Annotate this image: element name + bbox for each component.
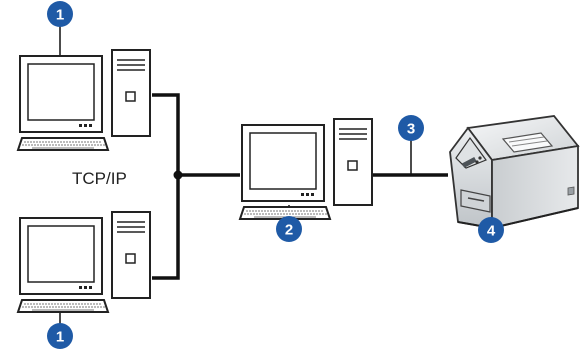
client-computer-top: [17, 49, 151, 151]
callout-badge-printer: 4: [478, 217, 504, 243]
svg-text:3: 3: [407, 121, 415, 138]
cable-junction: [173, 170, 183, 180]
svg-text:1: 1: [56, 7, 64, 24]
callout-badge-printer-cable: 3: [398, 115, 424, 141]
callout-badge-client-top: 1: [47, 1, 73, 27]
cable-top-client: [152, 93, 180, 175]
server-computer: [239, 118, 373, 220]
svg-text:2: 2: [285, 222, 293, 239]
svg-text:1: 1: [56, 329, 64, 346]
callout-badge-client-bottom: 1: [47, 323, 73, 349]
client-computer-bottom: [17, 211, 151, 313]
network-cables: [59, 25, 492, 324]
protocol-label: TCP/IP: [72, 169, 127, 188]
callout-badge-server: 2: [276, 216, 302, 242]
svg-text:4: 4: [487, 223, 496, 240]
printer-icon: [449, 115, 580, 230]
cable-bottom-client: [152, 175, 180, 280]
